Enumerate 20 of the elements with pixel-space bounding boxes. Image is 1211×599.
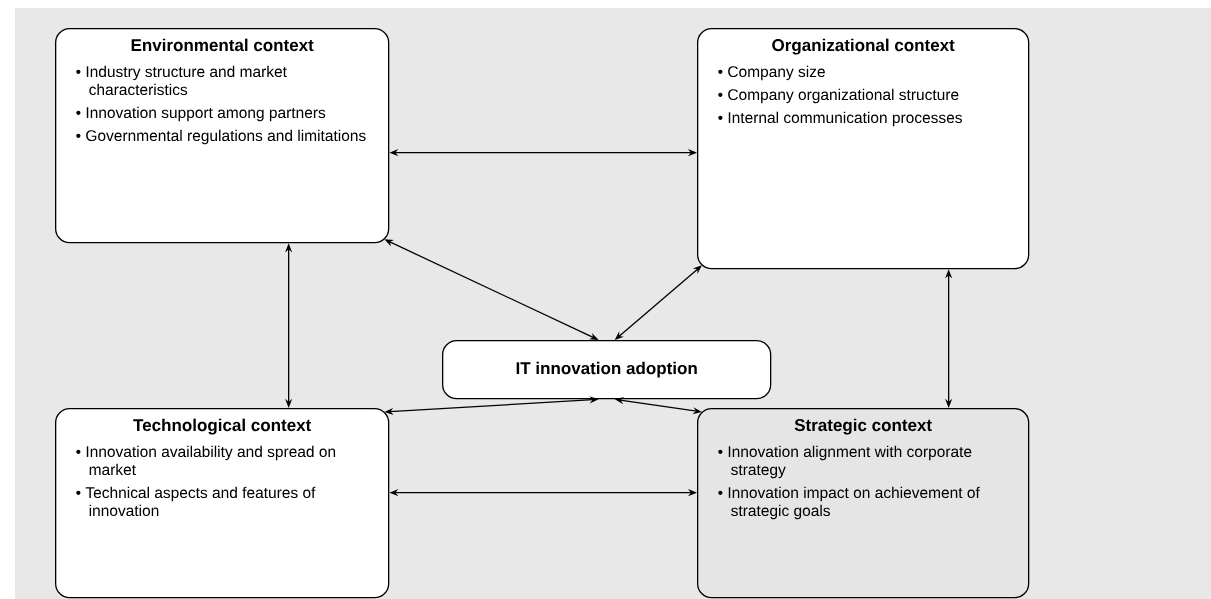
context-box [697,28,1030,270]
heading: Technological context [133,418,312,435]
heading: Environmental context [131,38,314,52]
bullet-item: • Company organizational structure [718,88,959,104]
bullet-item: • Technical aspects and features of innovation [76,486,316,517]
heading: Organizational context [772,38,955,55]
bullet-item: • Innovation support among partners [76,106,326,122]
heading: Strategic context [794,418,932,435]
context-box [697,408,1030,599]
bullet-item: • Innovation alignment with corporate strategy [718,445,972,479]
bullet-item: • Governmental regulations and limitations [76,129,366,145]
bullet-item: • Innovation impact on achievement of strategic goals [718,486,980,520]
context-box [55,28,390,244]
title-text: IT innovation adoption [516,361,697,378]
bullet-item: • Industry structure and market characteristics [76,65,287,96]
center-box [442,340,772,400]
bullet-item: • Internal communication processes [718,111,962,127]
bullet-item: • Innovation availability and spread on market [76,445,336,476]
context-box [55,408,390,599]
bullet-item: • Company size [718,65,825,81]
